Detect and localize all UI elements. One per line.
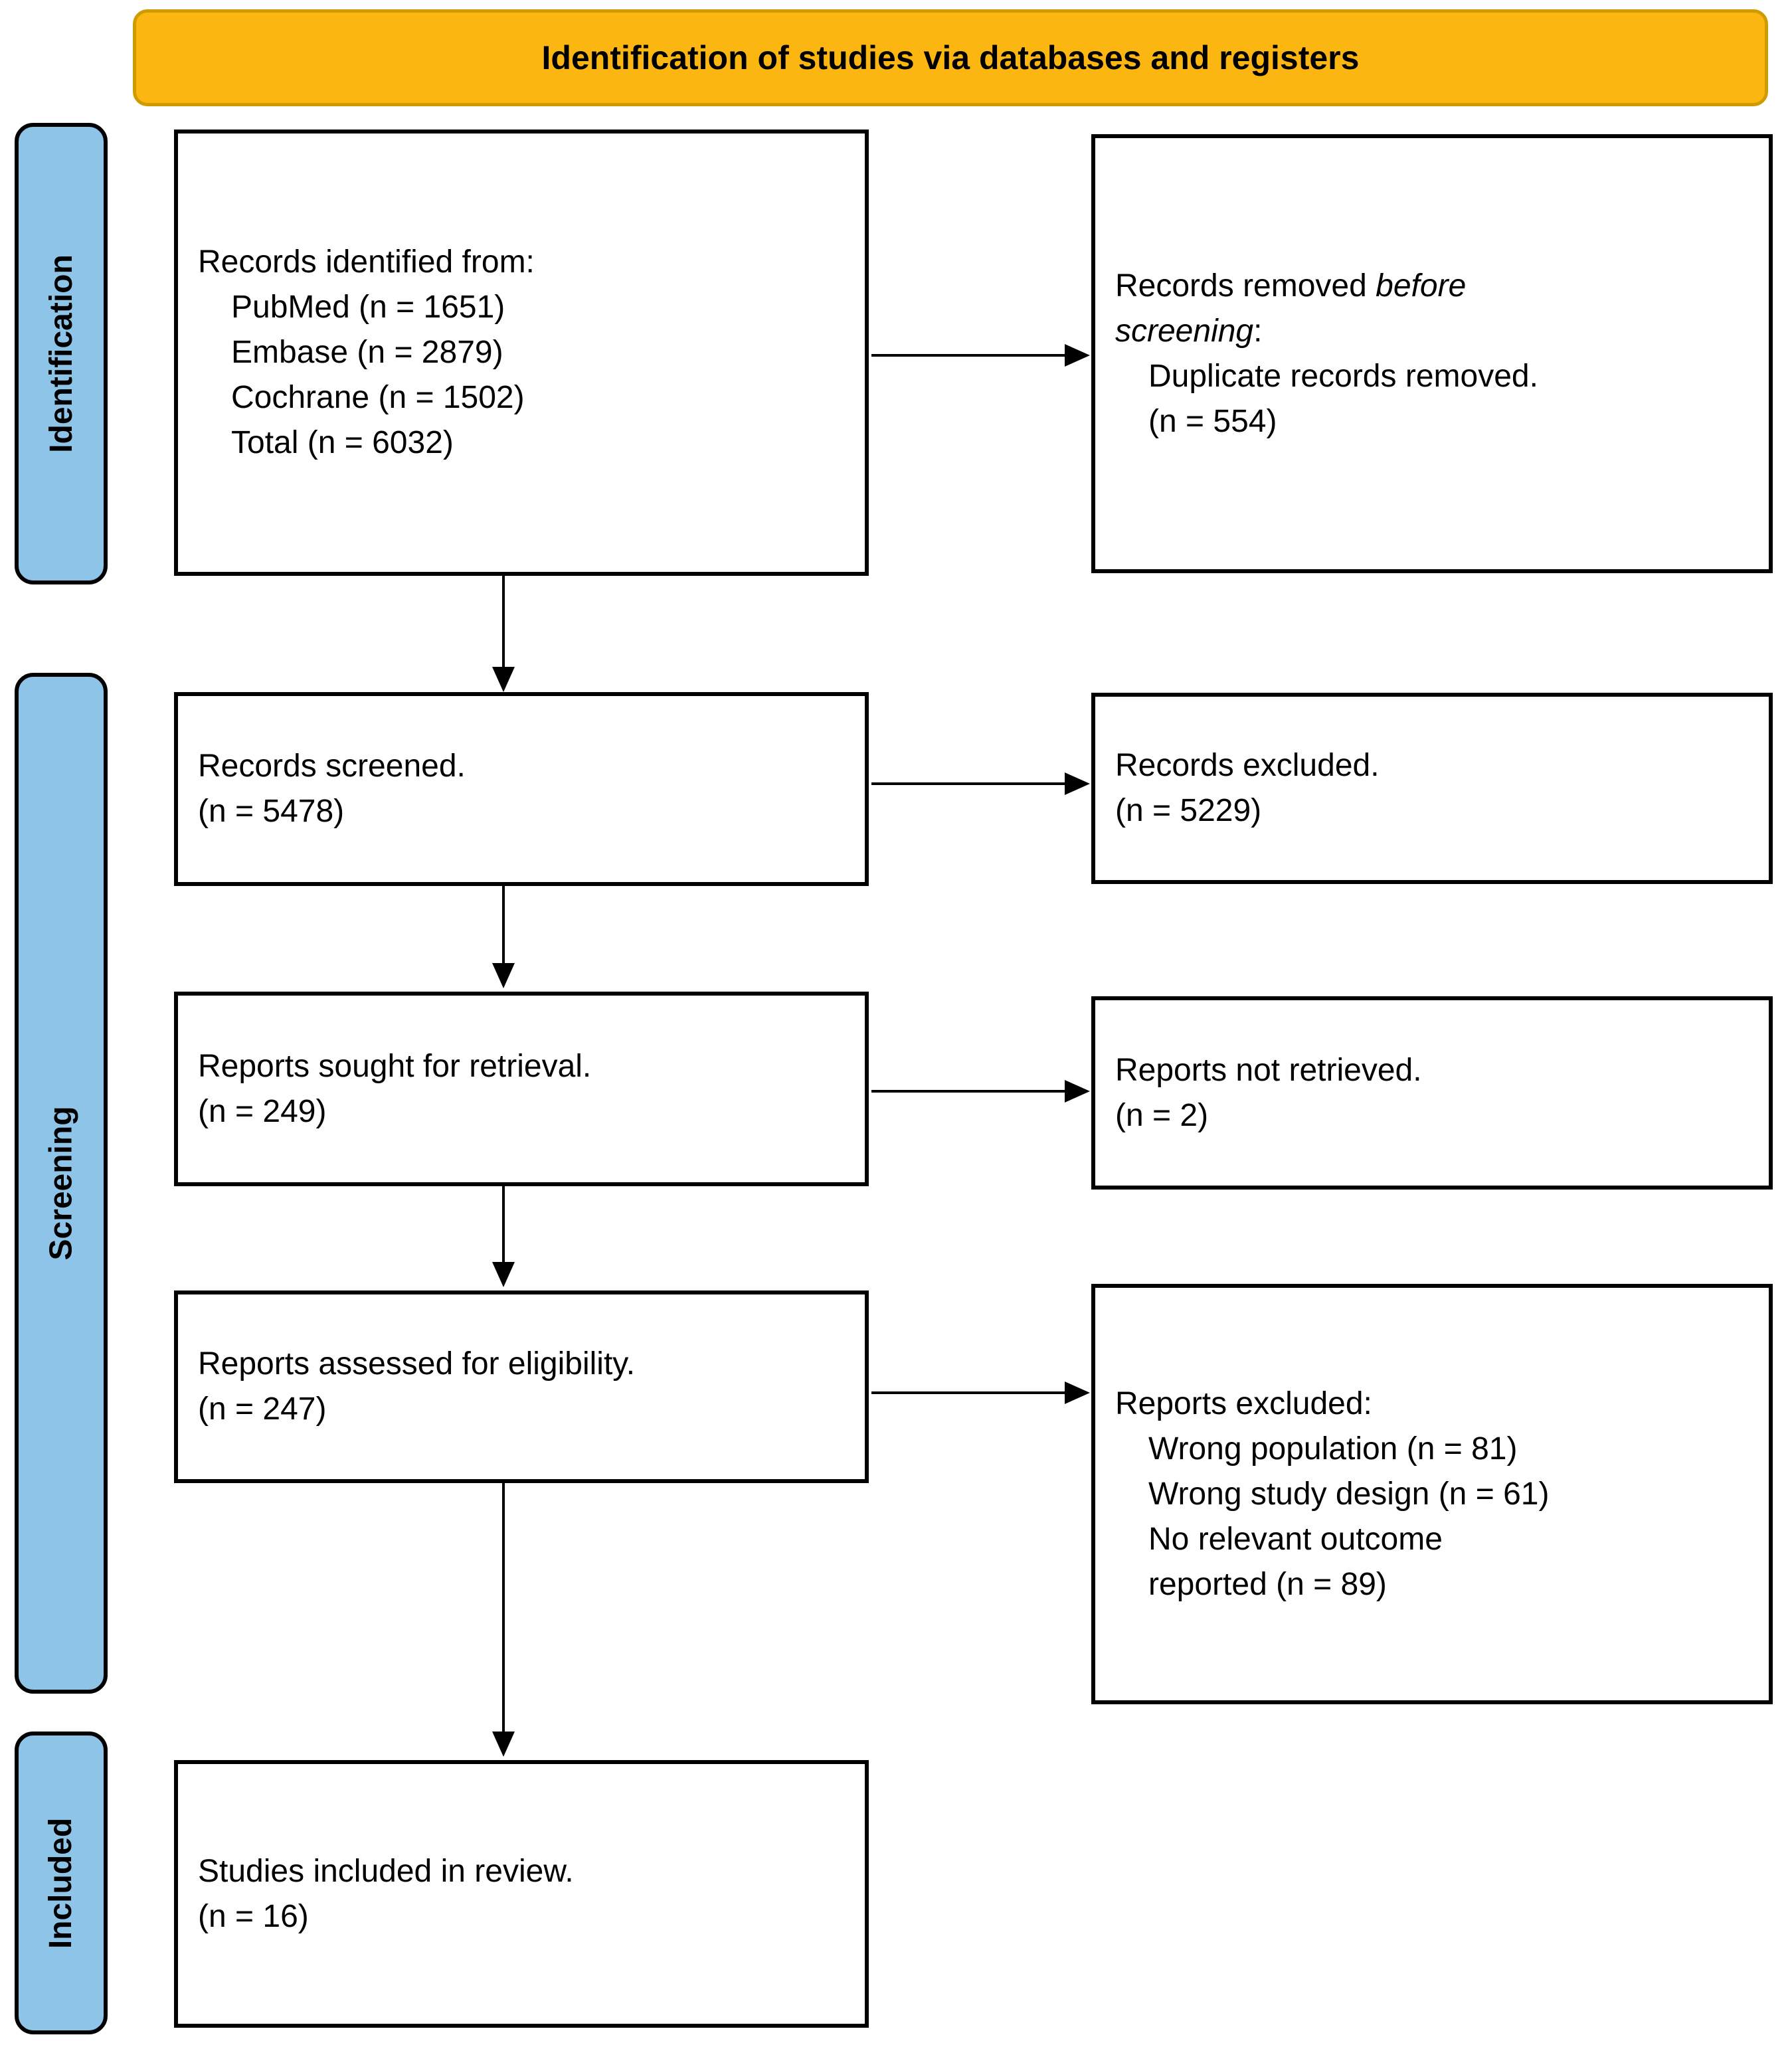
reports-not-retrieved-count: (n = 2) <box>1115 1097 1209 1133</box>
records-excluded-text: Records excluded. <box>1115 748 1380 783</box>
box-records-excluded: Records excluded. (n = 5229) <box>1091 693 1773 884</box>
diagram-title-banner: Identification of studies via databases … <box>133 9 1768 106</box>
studies-included-count: (n = 16) <box>198 1898 309 1934</box>
arrow-assessed-to-included-head <box>492 1732 515 1757</box>
records-identified-total: Total (n = 6032) <box>231 425 454 460</box>
stage-bar-screening: Screening <box>15 673 108 1694</box>
arrow-assessed-to-excluded-line <box>871 1391 1066 1394</box>
records-screened-count: (n = 5478) <box>198 794 345 829</box>
records-removed-line1-normal: Records removed <box>1115 268 1376 304</box>
records-removed-line2-italic: screening <box>1115 313 1254 349</box>
reports-excluded-no-outcome: No relevant outcome <box>1148 1521 1443 1557</box>
box-reports-sought: Reports sought for retrieval. (n = 249) <box>174 992 869 1186</box>
arrow-sought-to-notretrieved-line <box>871 1090 1066 1093</box>
stage-label-included: Included <box>43 1817 79 1949</box>
records-screened-text: Records screened. <box>198 749 466 784</box>
stage-label-screening: Screening <box>43 1106 79 1261</box>
arrow-assessed-to-included-line <box>502 1482 505 1733</box>
reports-assessed-count: (n = 247) <box>198 1391 327 1427</box>
reports-not-retrieved-text: Reports not retrieved. <box>1115 1052 1422 1088</box>
arrow-sought-to-notretrieved-head <box>1065 1080 1090 1103</box>
arrow-identified-to-screened-head <box>492 667 515 692</box>
arrow-screened-to-sought-line <box>502 885 505 964</box>
box-reports-assessed: Reports assessed for eligibility. (n = 2… <box>174 1290 869 1483</box>
arrow-identified-to-screened-line <box>502 575 505 668</box>
records-identified-title: Records identified from: <box>198 244 535 280</box>
arrow-identified-to-removed-line <box>871 354 1066 357</box>
reports-excluded-wrong-population: Wrong population (n = 81) <box>1148 1431 1518 1467</box>
studies-included-text: Studies included in review. <box>198 1853 574 1889</box>
records-excluded-count: (n = 5229) <box>1115 793 1262 828</box>
duplicates-removed-count: (n = 554) <box>1148 403 1277 439</box>
box-records-removed-before-screening: Records removed before screening: Duplic… <box>1091 134 1773 573</box>
box-reports-excluded: Reports excluded: Wrong population (n = … <box>1091 1284 1773 1704</box>
records-identified-embase: Embase (n = 2879) <box>231 335 503 370</box>
arrow-identified-to-removed-head <box>1065 344 1090 367</box>
records-identified-pubmed: PubMed (n = 1651) <box>231 290 505 325</box>
reports-excluded-wrong-design: Wrong study design (n = 61) <box>1148 1476 1550 1512</box>
arrow-sought-to-assessed-line <box>502 1186 505 1263</box>
records-removed-line2: screening: <box>1115 309 1757 354</box>
stage-bar-included: Included <box>15 1732 108 2034</box>
records-removed-line2-normal: : <box>1253 313 1263 349</box>
diagram-title: Identification of studies via databases … <box>541 39 1360 76</box>
box-records-screened: Records screened. (n = 5478) <box>174 692 869 886</box>
arrow-sought-to-assessed-head <box>492 1262 515 1287</box>
reports-excluded-no-outcome-cont: reported (n = 89) <box>1148 1566 1387 1602</box>
reports-sought-count: (n = 249) <box>198 1093 327 1129</box>
arrow-assessed-to-excluded-head <box>1065 1381 1090 1404</box>
stage-label-identification: Identification <box>43 254 79 453</box>
stage-bar-identification: Identification <box>15 123 108 584</box>
records-removed-line1: Records removed before <box>1115 264 1757 309</box>
reports-sought-text: Reports sought for retrieval. <box>198 1048 592 1084</box>
arrow-screened-to-excluded-line <box>871 782 1066 785</box>
arrow-screened-to-excluded-head <box>1065 772 1090 795</box>
duplicates-removed-text: Duplicate records removed. <box>1148 358 1538 394</box>
reports-assessed-text: Reports assessed for eligibility. <box>198 1346 636 1381</box>
arrow-screened-to-sought-head <box>492 963 515 988</box>
box-records-identified: Records identified from: PubMed (n = 165… <box>174 130 869 576</box>
box-studies-included: Studies included in review. (n = 16) <box>174 1760 869 2028</box>
records-removed-line1-italic: before <box>1376 268 1467 304</box>
reports-excluded-title: Reports excluded: <box>1115 1385 1372 1421</box>
box-reports-not-retrieved: Reports not retrieved. (n = 2) <box>1091 996 1773 1190</box>
records-identified-cochrane: Cochrane (n = 1502) <box>231 380 525 415</box>
